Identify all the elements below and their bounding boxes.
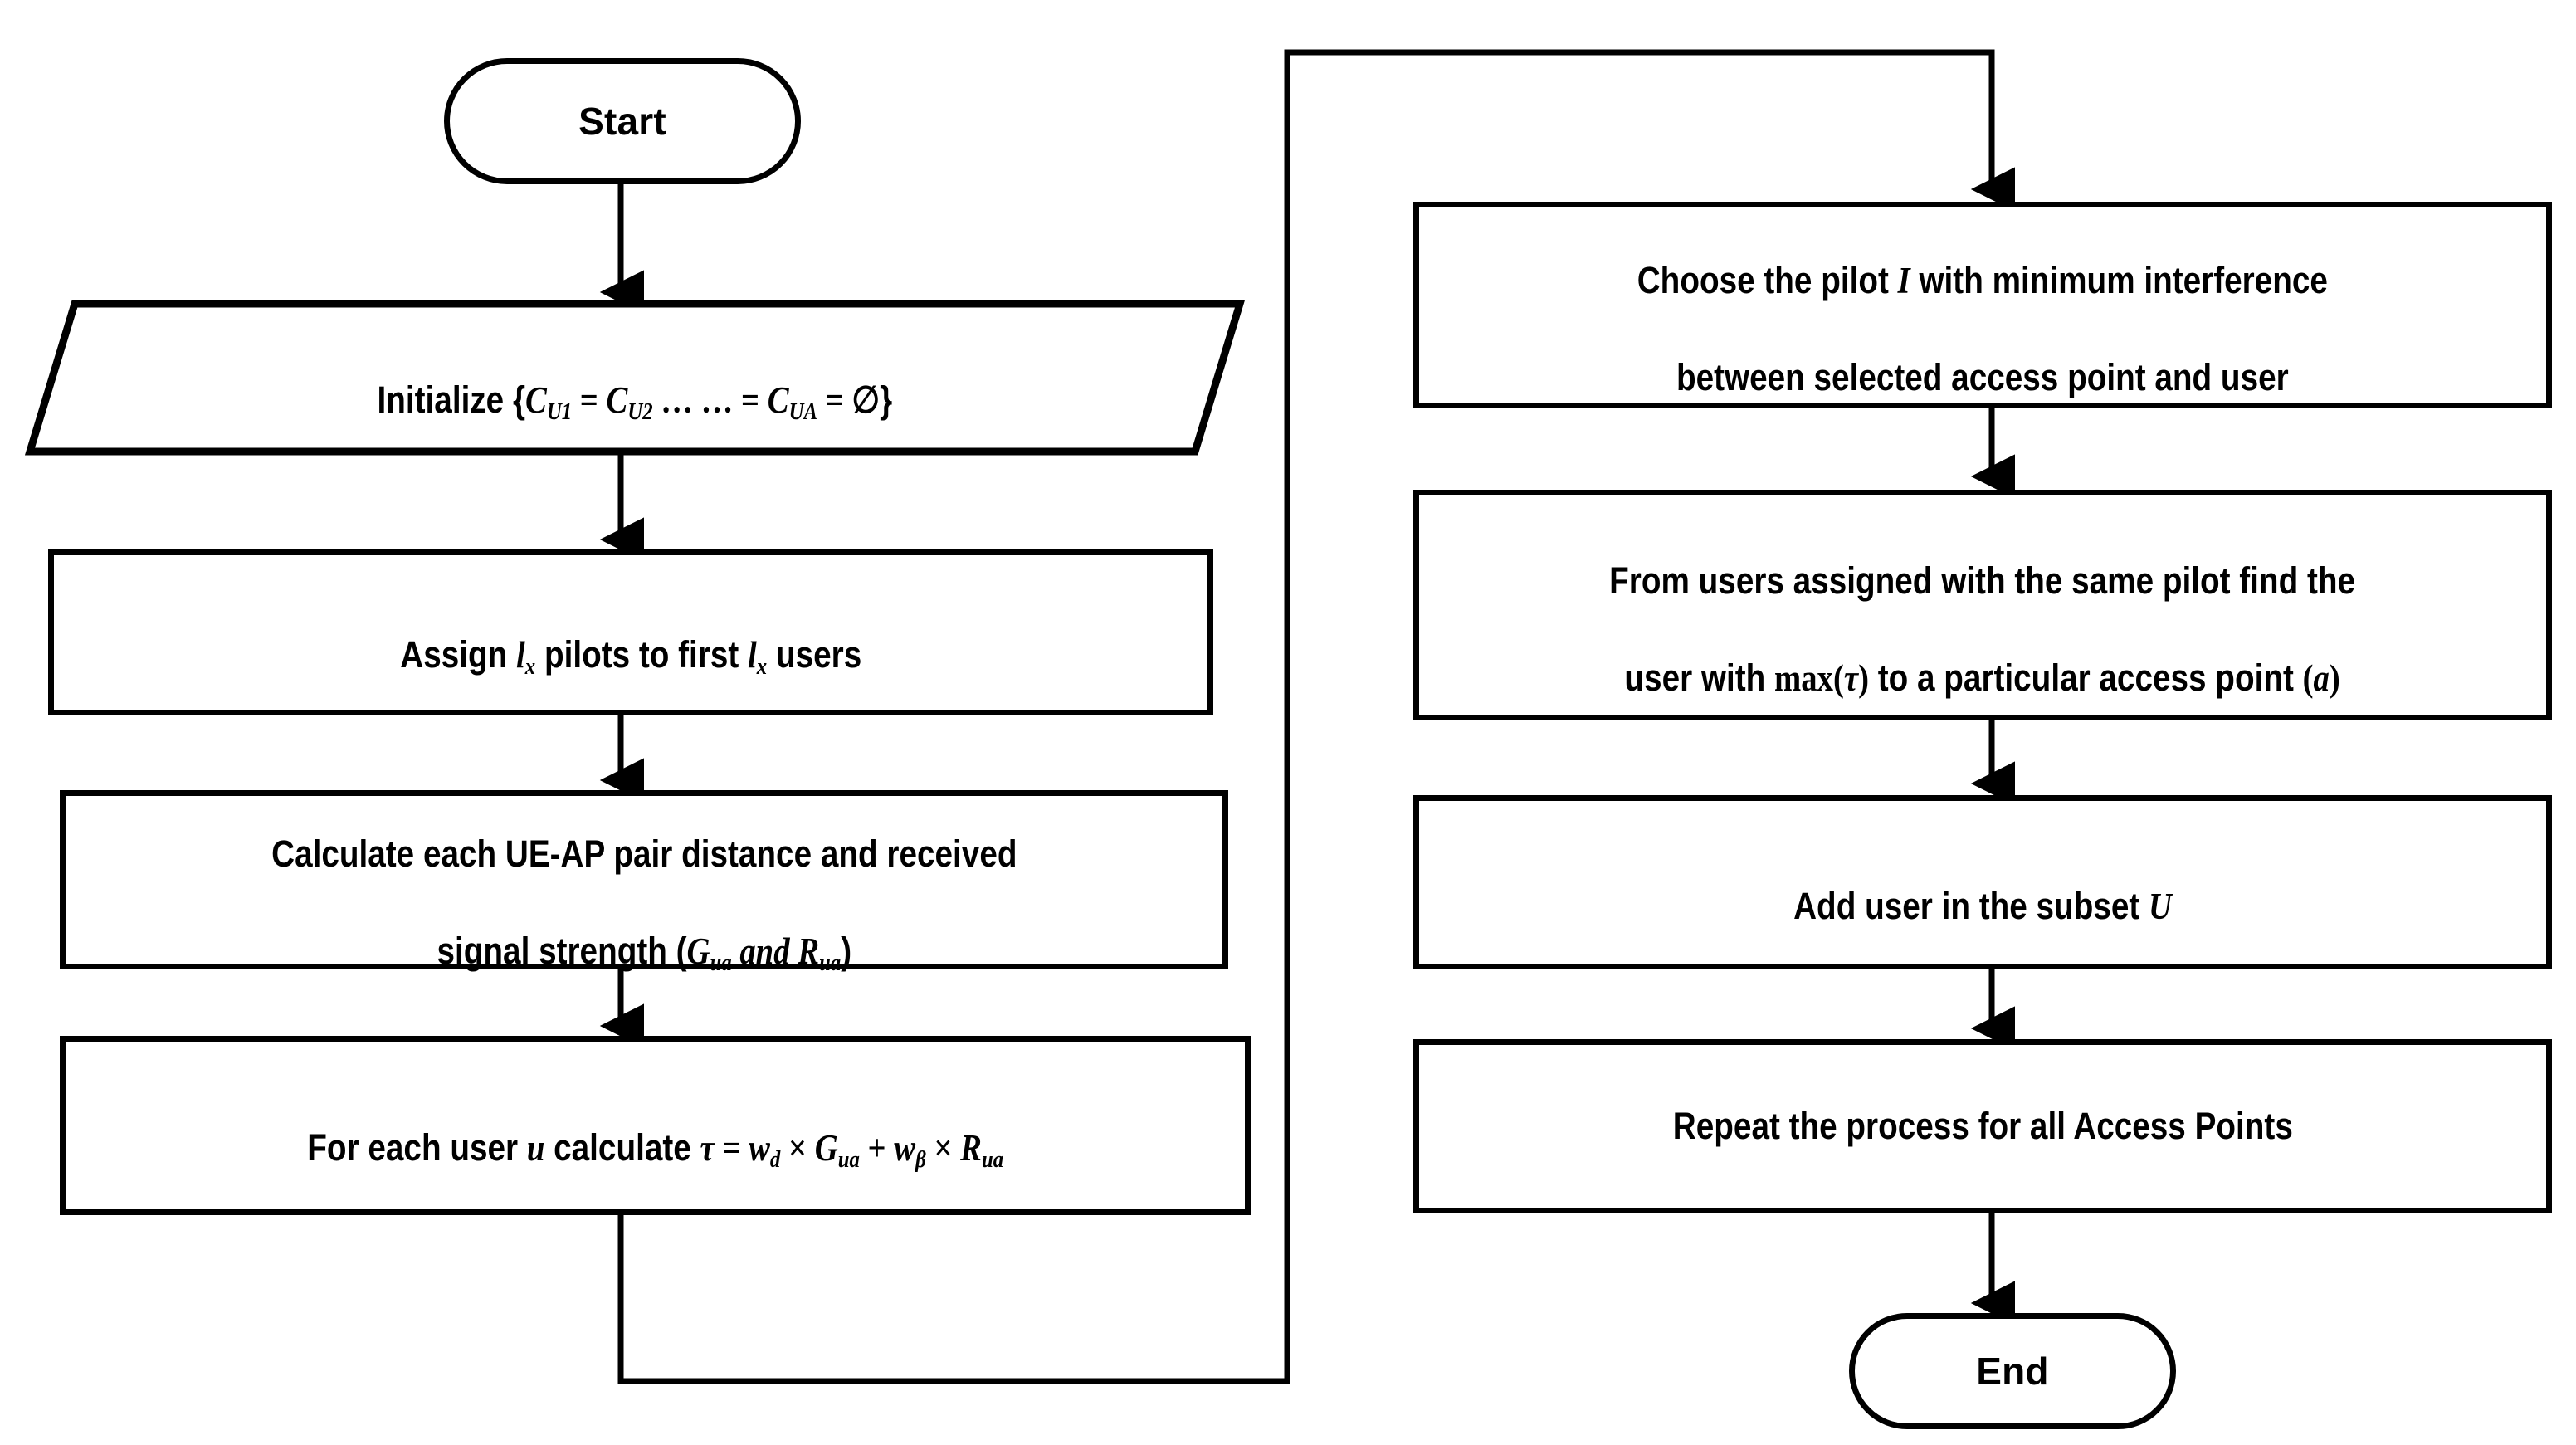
max-line2-a: user with (1624, 656, 1775, 699)
initialize-C3: CUA (767, 379, 818, 426)
max-paren-open-2: ( (2303, 657, 2314, 699)
initialize-empty-set: ∅ (851, 379, 881, 421)
tau-wbeta: wβ (894, 1127, 926, 1174)
choose-line2: between selected access point and user (1676, 356, 2289, 398)
max-paren-close: ) (1858, 657, 1870, 699)
max-line2-b: to a particular access point (1869, 656, 2304, 699)
tau-text-b: calculate (544, 1126, 700, 1169)
node-calculate-tau-label: For each user u calculate τ = wd × Gua +… (307, 1076, 1003, 1176)
node-assign-pilots-label: Assign lx pilots to first lx users (400, 583, 861, 683)
assign-lx-1: lx (515, 634, 535, 681)
initialize-eq3: = (817, 379, 852, 421)
assign-lx-2: lx (747, 634, 767, 681)
node-start[interactable]: Start (444, 58, 801, 184)
tau-plus: + (859, 1127, 895, 1169)
node-find-max-tau-label: From users assigned with the same pilot … (1610, 508, 2356, 702)
initialize-suffix: } (880, 378, 893, 421)
max-access-point-a: a (2313, 657, 2330, 699)
tau-G-ua: Gua (814, 1127, 860, 1174)
tau-wd: wd (748, 1127, 781, 1174)
node-add-user-label: Add user in the subset U (1793, 834, 2172, 931)
node-add-user[interactable]: Add user in the subset U (1413, 795, 2552, 969)
initialize-eq2: = (741, 379, 768, 421)
choose-pilot-I: I (1897, 260, 1910, 301)
node-end[interactable]: End (1849, 1313, 2176, 1429)
calc-R-ua: Rua (797, 930, 841, 976)
calc-and: and (731, 930, 798, 972)
max-paren-open: ( (1833, 657, 1845, 699)
max-tau-symbol: τ (1844, 657, 1859, 699)
initialize-eq1: = (572, 379, 607, 421)
choose-line1-a: Choose the pilot (1637, 259, 1898, 301)
node-initialize-label: Initialize {CU1 = CU2 … … = CUA = ∅} (327, 328, 942, 428)
initialize-C1: CU1 (525, 379, 573, 426)
calc-G-ua: Gua (686, 930, 732, 976)
max-line1: From users assigned with the same pilot … (1609, 559, 2356, 602)
tau-symbol: τ (700, 1127, 715, 1169)
tau-R-ua: Rua (959, 1127, 1003, 1174)
tau-u: u (526, 1127, 545, 1169)
node-choose-pilot[interactable]: Choose the pilot I with minimum interfer… (1413, 202, 2552, 408)
max-operator: max (1774, 657, 1834, 699)
initialize-C2: CU2 (606, 379, 653, 426)
node-calculate-pair-label: Calculate each UE-AP pair distance and r… (271, 781, 1017, 979)
node-end-label: End (1976, 1350, 2049, 1393)
tau-times-2: × (925, 1127, 960, 1169)
node-calculate-pair[interactable]: Calculate each UE-AP pair distance and r… (60, 790, 1228, 976)
node-assign-pilots[interactable]: Assign lx pilots to first lx users (48, 549, 1213, 715)
choose-line1-b: with minimum interference (1910, 259, 2329, 301)
node-start-label: Start (578, 100, 666, 143)
node-initialize[interactable]: Initialize {CU1 = CU2 … … = CUA = ∅} (25, 299, 1245, 456)
node-calculate-tau[interactable]: For each user u calculate τ = wd × Gua +… (60, 1036, 1251, 1215)
node-repeat-process-label: Repeat the process for all Access Points (1672, 1104, 2293, 1147)
calc-line2-b: ) (840, 929, 851, 972)
node-find-max-tau[interactable]: From users assigned with the same pilot … (1413, 490, 2552, 720)
node-choose-pilot-label: Choose the pilot I with minimum interfer… (1637, 208, 2328, 403)
node-repeat-process[interactable]: Repeat the process for all Access Points (1413, 1039, 2552, 1213)
calc-line2-a: signal strength ( (437, 929, 687, 972)
add-user-text: Add user in the subset (1793, 885, 2149, 927)
initialize-prefix: Initialize { (377, 378, 526, 421)
calc-line1: Calculate each UE-AP pair distance and r… (271, 832, 1017, 875)
max-paren-close-2: ) (2330, 657, 2341, 699)
assign-text-b: pilots to first (534, 633, 748, 676)
assign-text-c: users (766, 633, 861, 676)
tau-times-1: × (780, 1127, 815, 1169)
tau-text-a: For each user (307, 1126, 527, 1169)
tau-eq: = (714, 1127, 749, 1169)
initialize-dots: … … (652, 379, 742, 421)
assign-text-a: Assign (400, 633, 516, 676)
add-user-subset-U: U (2148, 886, 2172, 927)
